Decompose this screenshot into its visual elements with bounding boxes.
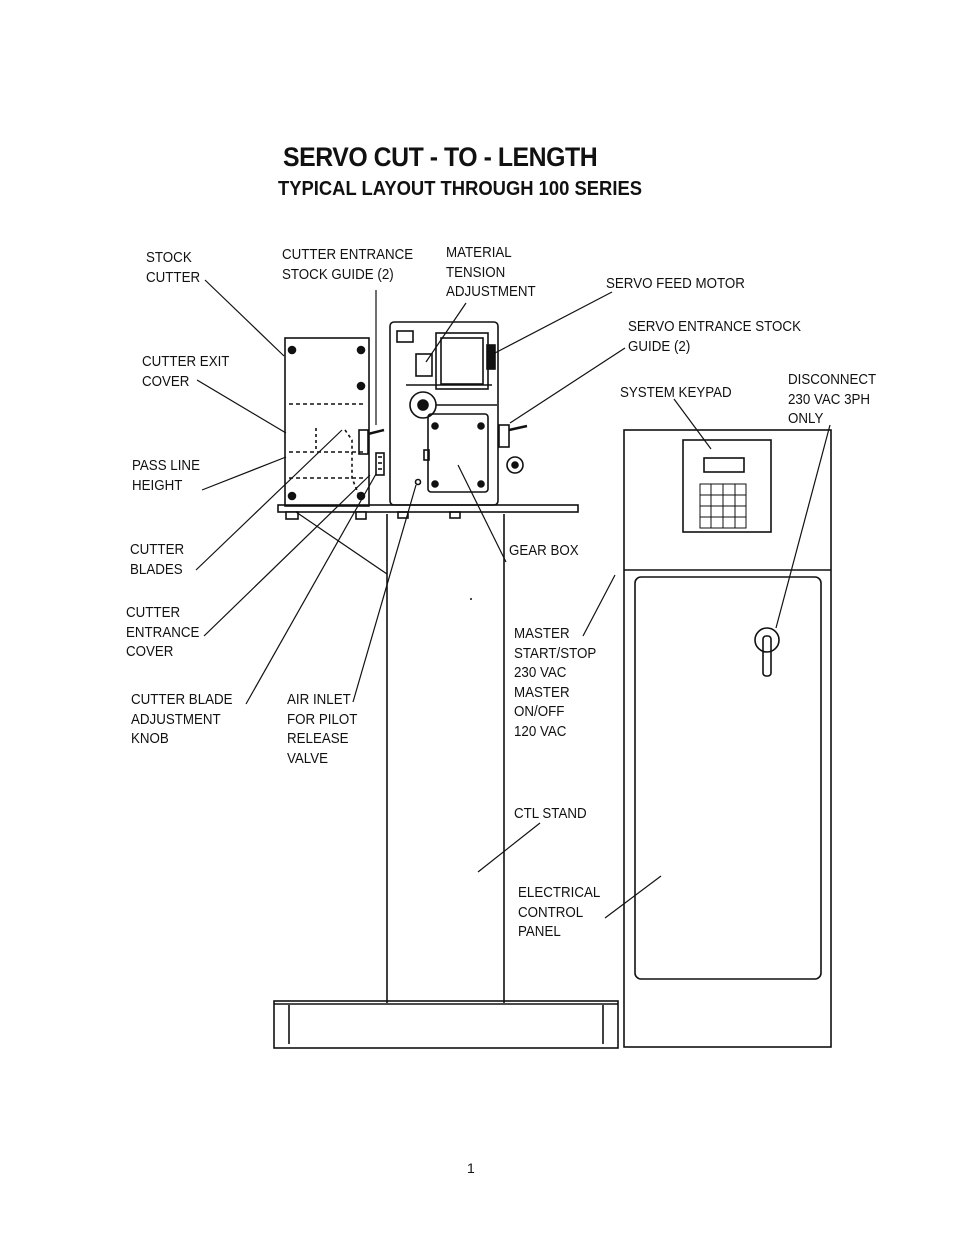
label-ctl-stand: CTL STAND [514,806,587,822]
label-gear-box: GEAR BOX [509,543,579,559]
servo-feed-unit [389,321,528,506]
label-cutter-exit-cover: CUTTER EXIT COVER [142,354,230,390]
ctl-stand [273,514,619,1049]
label-servo-feed-motor: SERVO FEED MOTOR [606,276,745,292]
label-cutter-entrance-stock-guide: CUTTER ENTRANCE STOCK GUIDE (2) [282,247,414,283]
mounting-plate [277,504,579,520]
label-stock-cutter: STOCK CUTTER [146,250,201,286]
label-air-inlet: AIR INLET FOR PILOT RELEASE VALVE [287,692,358,767]
page-number: 1 [467,1160,475,1176]
label-master-switches: MASTER START/STOP 230 VAC MASTER ON/OFF … [514,626,597,740]
label-cutter-entrance-cover: CUTTER ENTRANCE COVER [126,605,200,660]
diagram-subtitle: TYPICAL LAYOUT THROUGH 100 SERIES [278,178,642,200]
stock-cutter [284,337,385,507]
diagram-title: SERVO CUT - TO - LENGTH [283,142,598,172]
leader-lines [195,279,831,919]
label-disconnect: DISCONNECT 230 VAC 3PH ONLY [788,372,877,427]
label-pass-line-height: PASS LINE HEIGHT [132,458,200,494]
label-system-keypad: SYSTEM KEYPAD [620,385,732,401]
label-cutter-blade-adjustment-knob: CUTTER BLADE ADJUSTMENT KNOB [131,692,233,747]
electrical-cabinet [623,429,832,1048]
label-material-tension-adjustment: MATERIAL TENSION ADJUSTMENT [446,245,536,300]
label-cutter-blades: CUTTER BLADES [130,542,185,578]
label-electrical-control-panel: ELECTRICAL CONTROL PANEL [518,885,601,940]
label-servo-entrance-stock-guide: SERVO ENTRANCE STOCK GUIDE (2) [628,319,801,355]
